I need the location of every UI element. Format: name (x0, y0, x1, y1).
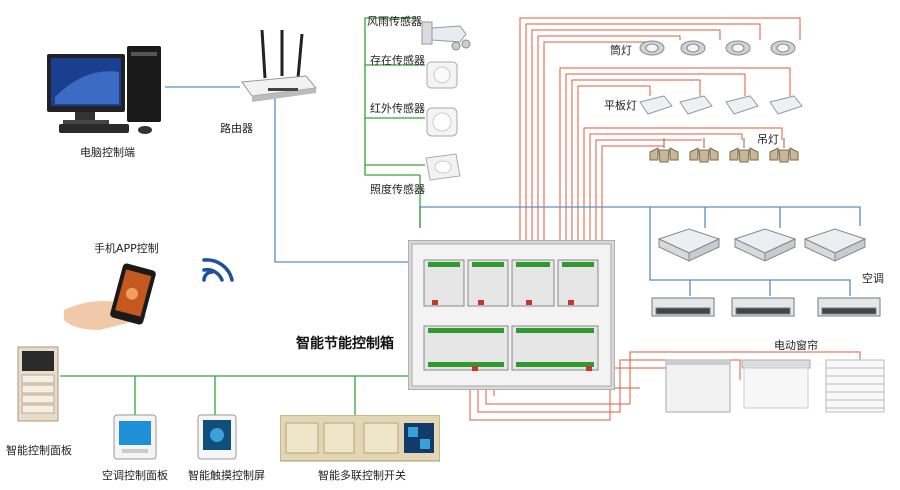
multi-switch-device (279, 414, 441, 463)
ir-sensor-icon (426, 107, 458, 137)
curtain-label: 电动窗帘 (774, 339, 818, 352)
wifi-signal (198, 250, 238, 290)
lux-sensor-icon (425, 153, 461, 181)
panel-light-icon (639, 95, 803, 115)
ac-duct-icon (651, 297, 881, 317)
touch-screen-device (196, 413, 238, 461)
lux-sensor (422, 150, 462, 184)
control-panel-icon (17, 346, 59, 422)
presence-sensor-label: 存在传感器 (370, 54, 425, 67)
chandelier-icon (649, 138, 799, 163)
wifi-icon (202, 258, 234, 282)
router-device (238, 29, 318, 105)
phone-hand-icon (64, 263, 156, 330)
phone-app-device (60, 258, 170, 333)
router-label: 路由器 (220, 122, 253, 135)
multi-switch-icon (279, 414, 441, 462)
touch-screen-icon (197, 414, 237, 460)
control-box-label: 智能节能控制箱 (296, 336, 394, 352)
smart-panel-device (16, 345, 60, 423)
panel-light-group (638, 92, 808, 120)
control-cabinet-icon (407, 239, 616, 391)
chandelier-label: 吊灯 (757, 133, 779, 146)
rain-sensor (420, 20, 472, 52)
multi-switch-label: 智能多联控制开关 (318, 469, 406, 482)
curtain-group (662, 358, 892, 418)
control-box (407, 239, 616, 391)
phone-app-label: 手机APP控制 (94, 242, 159, 255)
panel-light-label: 平板灯 (604, 99, 637, 112)
rain-sensor-label: 风雨传感器 (367, 15, 422, 28)
thermostat-icon (113, 414, 157, 460)
ir-sensor-label: 红外传感器 (370, 102, 425, 115)
presence-sensor (425, 60, 461, 90)
bus-wires (60, 17, 601, 415)
spotlight-group (638, 36, 818, 66)
aircon-label: 空调 (862, 272, 884, 285)
ac-duct-group (648, 294, 888, 324)
lux-sensor-label: 照度传感器 (370, 183, 425, 196)
curtain-icon (665, 359, 885, 413)
smart-panel-label: 智能控制面板 (6, 444, 72, 457)
presence-sensor-icon (426, 61, 458, 89)
pc-device (45, 42, 170, 137)
ac-cassette-group (655, 225, 870, 265)
desktop-computer-icon (47, 46, 161, 134)
spotlight-icon (639, 40, 796, 56)
ac-cassette-icon (657, 228, 867, 262)
router-icon (241, 29, 317, 102)
pc-label: 电脑控制端 (80, 146, 135, 159)
rain-sensor-icon (421, 21, 471, 51)
ac-panel-label: 空调控制面板 (102, 469, 168, 482)
chandelier-group (646, 138, 806, 178)
touch-screen-label: 智能触摸控制屏 (188, 469, 265, 482)
spotlight-label: 筒灯 (610, 44, 632, 57)
ir-sensor (425, 106, 461, 138)
ac-panel-device (112, 413, 158, 461)
